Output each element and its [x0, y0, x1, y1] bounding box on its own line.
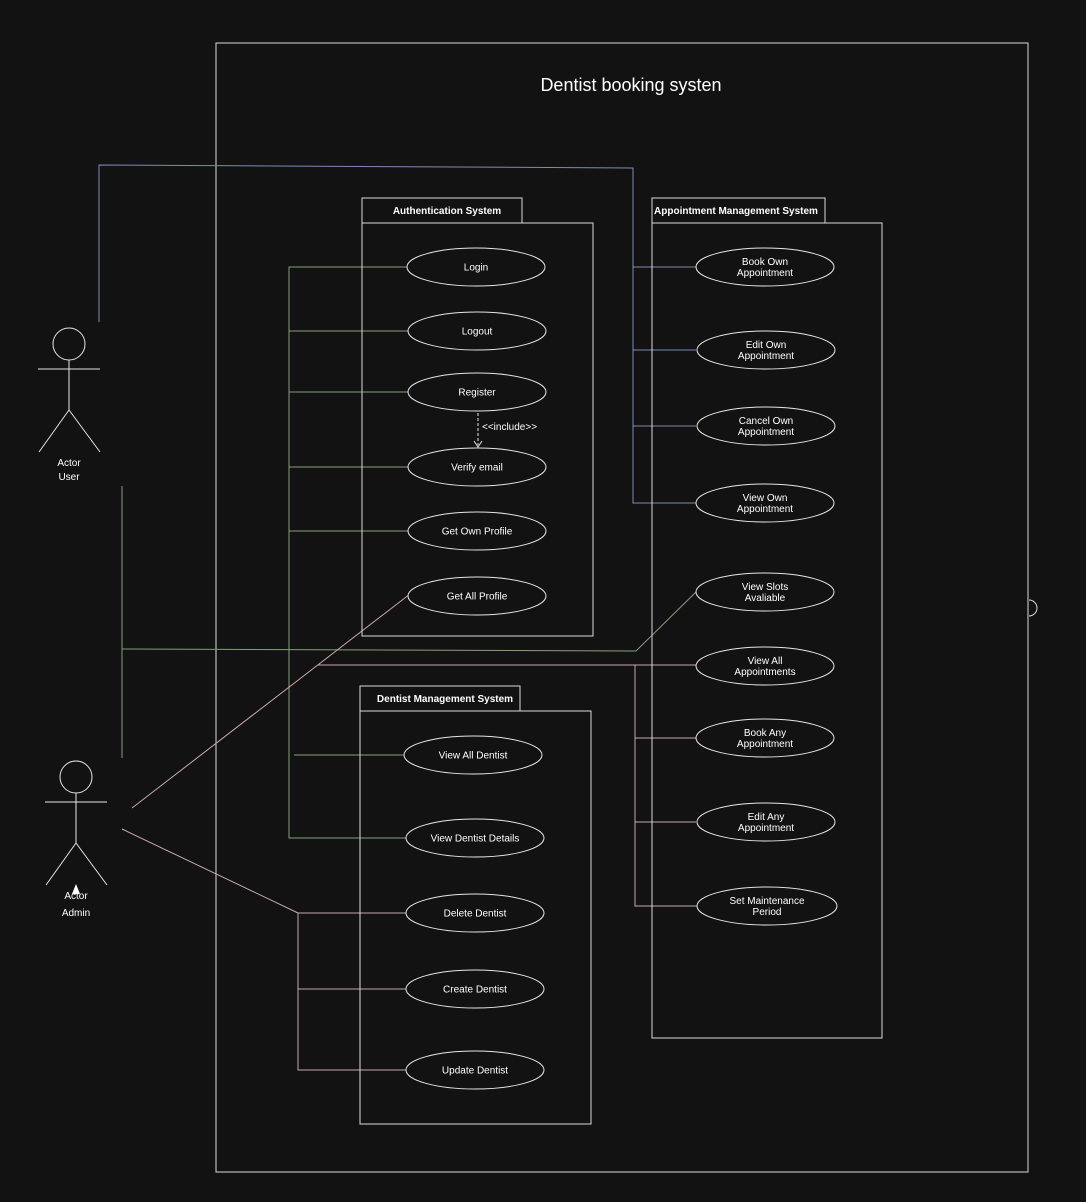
use-case-register-label: Register	[458, 388, 496, 399]
use-case-verify-email: Verify email	[407, 447, 547, 487]
use-case-delete-dentist: Delete Dentist	[405, 893, 545, 933]
use-case-update-dentist-label: Update Dentist	[442, 1066, 508, 1077]
diagram-title: Dentist booking systen	[540, 75, 721, 95]
use-case-logout-shape	[407, 311, 547, 351]
use-case-register: Register	[407, 372, 547, 412]
use-case-cancel-own-label: Appointment	[738, 427, 794, 438]
package-dentist: Dentist Management System	[359, 685, 592, 1125]
use-case-edit-own-shape	[696, 330, 836, 370]
use-case-book-own-label: Book Own	[742, 257, 788, 268]
use-case-get-own-profile-shape	[407, 511, 547, 551]
use-case-delete-dentist-shape	[405, 893, 545, 933]
use-case-view-slots-label: Avaliable	[745, 593, 786, 604]
use-case-view-all-dentist-label: View All Dentist	[439, 751, 508, 762]
use-case-create-dentist-shape	[405, 969, 545, 1009]
use-case-login: Login	[406, 247, 546, 287]
use-case-view-slots-label: View Slots	[742, 582, 789, 593]
use-case-edit-any-label: Edit Any	[748, 812, 785, 823]
actor-user-label-2: User	[58, 472, 80, 483]
use-case-book-any-label: Book Any	[744, 728, 786, 739]
use-case-login-label: Login	[464, 263, 488, 274]
use-case-book-any-shape	[695, 718, 835, 758]
use-case-set-maintenance-label: Set Maintenance	[729, 896, 804, 907]
cursor-icon	[72, 884, 80, 894]
use-case-get-own-profile-label: Get Own Profile	[442, 527, 513, 538]
use-case-view-own-label: View Own	[743, 493, 788, 504]
use-case-create-dentist-label: Create Dentist	[443, 985, 507, 996]
include-label: <<include>>	[482, 422, 537, 433]
use-case-view-dentist-details-label: View Dentist Details	[431, 834, 520, 845]
use-case-view-own-shape	[695, 483, 835, 523]
use-case-verify-email-shape	[407, 447, 547, 487]
use-case-edit-own-label: Appointment	[738, 351, 794, 362]
use-case-get-all-profile-label: Get All Profile	[447, 592, 508, 603]
use-case-register-shape	[407, 372, 547, 412]
use-case-view-own-label: Appointment	[737, 504, 793, 515]
use-case-cancel-own-label: Cancel Own	[739, 416, 793, 427]
use-case-cancel-own-shape	[696, 406, 836, 446]
package-appointment-title: Appointment Management System	[654, 206, 818, 217]
use-case-logout-label: Logout	[462, 327, 493, 338]
package-appointment: Appointment Management System	[651, 197, 883, 1039]
use-case-logout: Logout	[407, 311, 547, 351]
actor-admin: Actor Admin	[45, 760, 108, 919]
use-case-edit-any-shape	[696, 802, 836, 842]
package-authentication: Authentication System	[361, 197, 594, 637]
use-case-verify-email-label: Verify email	[451, 463, 503, 474]
package-dentist-title: Dentist Management System	[377, 694, 513, 705]
use-case-login-shape	[406, 247, 546, 287]
use-case-create-dentist: Create Dentist	[405, 969, 545, 1009]
actor-user-label-1: Actor	[57, 458, 81, 469]
actor-admin-label-1: Actor	[64, 891, 88, 902]
use-case-view-slots-shape	[695, 572, 835, 612]
use-case-get-own-profile: Get Own Profile	[407, 511, 547, 551]
package-authentication-title: Authentication System	[393, 206, 501, 217]
use-case-book-own-label: Appointment	[737, 268, 793, 279]
use-case-edit-any-label: Appointment	[738, 823, 794, 834]
use-case-book-any-label: Appointment	[737, 739, 793, 750]
use-case-view-all-appointments-label: View All	[748, 656, 783, 667]
use-case-edit-own-label: Edit Own	[746, 340, 787, 351]
use-case-view-dentist-details: View Dentist Details	[405, 818, 545, 858]
use-case-view-dentist-details-shape	[405, 818, 545, 858]
admin-associations	[121, 593, 697, 1071]
actor-admin-label-2: Admin	[62, 908, 90, 919]
use-case-book-own-shape	[695, 247, 835, 287]
use-case-update-dentist-shape	[405, 1050, 545, 1090]
use-case-get-all-profile: Get All Profile	[407, 576, 547, 616]
use-case-set-maintenance-shape	[696, 886, 838, 926]
use-case-get-all-profile-shape	[407, 576, 547, 616]
actor-user: Actor User	[38, 327, 101, 483]
use-case-view-all-dentist-shape	[403, 735, 543, 775]
use-case-set-maintenance-label: Period	[753, 907, 782, 918]
user-associations	[98, 164, 696, 504]
use-case-update-dentist: Update Dentist	[405, 1050, 545, 1090]
use-case-view-all-appointments-shape	[695, 646, 835, 686]
use-case-view-all-appointments-label: Appointments	[734, 667, 795, 678]
use-case-delete-dentist-label: Delete Dentist	[444, 909, 507, 920]
include-relation: <<include>>	[473, 413, 537, 448]
boundary-port	[1028, 599, 1038, 617]
shared-associations	[121, 266, 697, 839]
system-boundary	[215, 42, 1029, 1173]
use-case-view-all-dentist: View All Dentist	[403, 735, 543, 775]
